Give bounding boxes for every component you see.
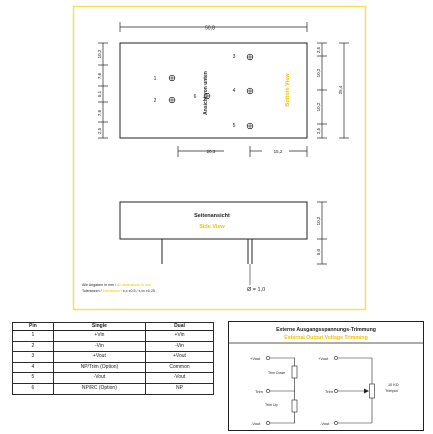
left-plus-vout-label: +Vout [250, 356, 261, 361]
note-all-dims-en: All dimensions in mm [117, 283, 151, 287]
left-trim-up-label: Trim Up [265, 403, 278, 407]
right-minus-vout-label: -Vout [320, 421, 330, 426]
cell-pin: 6 [12, 382, 54, 395]
cell-pin: 1 [12, 330, 54, 342]
left-trim-down-label: Trim Down [268, 371, 285, 375]
side-view: Seitenansicht Side View 10,2 5,0 Ø = 1,0 [119, 201, 327, 293]
dim-width-label: 50,8 [205, 26, 215, 32]
dim-left-2: 7,6 [97, 109, 102, 116]
pin-6-marker: 6 [194, 92, 211, 100]
cell-dual: +Vin [144, 330, 215, 342]
dim-right-4: 2,5 [316, 46, 321, 53]
side-dim-1: 10,2 [316, 216, 321, 225]
header-dual: Dual [144, 322, 215, 331]
dimension-notes: Alle Angaben in mm / All dimensions in m… [82, 283, 155, 293]
note-tolerances-de: Toleranzen [82, 289, 100, 293]
pin-5-marker: 5 [233, 122, 254, 130]
note-tolerances-en: Tolerances [103, 289, 121, 293]
header-single: Single [52, 322, 146, 331]
table-row: 6 NP/RC (Option) NP [12, 382, 215, 395]
cell-dual: -Vout [144, 372, 215, 384]
left-minus-vout-label: -Vout [251, 421, 261, 426]
svg-text:Alle Angaben in mm /: Alle Angaben in mm / All dimensions in m… [82, 283, 151, 287]
table-row: 4 NP/Trim (Option) Common [12, 361, 215, 374]
trim-down-resistor [291, 365, 298, 379]
trim-box [228, 321, 424, 431]
dim-left-1: 2,5 [97, 127, 102, 134]
pin-2-label: 2 [154, 98, 157, 104]
cell-single: +Vin [52, 330, 146, 342]
trimpot-resistor [369, 383, 375, 399]
cell-single: NP/RC (Option) [52, 382, 146, 395]
pin-6-label: 6 [194, 94, 197, 100]
pin-diameter-label: Ø = 1,0 [247, 287, 265, 293]
side-view-label-de: Seitenansicht [194, 213, 230, 219]
left-trim-label: Trim [255, 389, 264, 394]
resistor-value-label: 10 KΩ [388, 383, 399, 387]
trim-section: Externe Ausgangsspannungs-Trimmung Exter… [228, 321, 424, 431]
pin-table-header: Pin Single Dual [12, 322, 215, 331]
trim-title-de: Externe Ausgangsspannungs-Trimmung [276, 327, 376, 333]
cell-pin: 4 [12, 361, 54, 374]
svg-text:Toleranzen / Tol: Toleranzen / Tolerances : x,x ±0,5 / x,x… [82, 289, 155, 293]
dim-left-3: 5,1 [97, 90, 102, 97]
table-row: 1 +Vin +Vin [12, 330, 215, 342]
pin-2-marker: 2 [154, 96, 176, 104]
pin-assignment-table: Pin Single Dual 1 +Vin +Vin 2 -Vin -Vin … [12, 322, 215, 395]
drawing-frame [72, 5, 367, 311]
trim-title-en: External Output Voltage Trimming [284, 335, 368, 341]
table-row: 3 +Vout +Vout [12, 351, 215, 363]
cell-single: -Vout [52, 372, 146, 384]
table-row: 5 -Vout -Vout [12, 372, 215, 384]
pin-1-label: 1 [154, 76, 157, 82]
cell-dual: Common [144, 361, 215, 374]
cell-single: -Vin [52, 340, 146, 353]
bottom-view: 50,8 2,5 7,6 5,1 7,6 10,2 2,5 10,2 10,2 … [97, 22, 349, 157]
cell-dual: -Vin [144, 340, 215, 353]
right-plus-vout-label: +Vout [318, 356, 329, 361]
dim-left-4: 7,6 [97, 72, 102, 79]
side-dim-2: 5,0 [316, 248, 321, 255]
dim-bottom-2: 15,2 [274, 149, 283, 154]
trim-up-resistor [291, 399, 298, 413]
pin-3-label: 3 [233, 54, 236, 60]
module-outline-bottom [119, 42, 308, 139]
note-tolerance-values: x,x ±0,5 / x,xx ±0,25 [123, 289, 155, 293]
dim-right-1: 2,5 [316, 127, 321, 134]
bottom-view-label-en: Bottom View [285, 73, 291, 107]
resistor-trimpot-label: Trimpot [385, 389, 399, 393]
table-row: 2 -Vin -Vin [12, 340, 215, 353]
cell-pin: 5 [12, 372, 54, 384]
pin-5-label: 5 [233, 123, 236, 129]
pin-1-marker: 1 [154, 74, 176, 82]
cell-single: +Vout [52, 351, 146, 363]
module-outline-side [119, 201, 308, 240]
dim-bottom-1: 20,3 [207, 149, 216, 154]
cell-single: NP/Trim (Option) [52, 361, 146, 374]
note-all-dims-de: Alle Angaben in mm [82, 283, 114, 287]
cell-pin: 2 [12, 340, 54, 353]
cell-dual: +Vout [144, 351, 215, 363]
pin-3-marker: 3 [233, 53, 254, 61]
trimpot-wiper-arrow [364, 388, 369, 394]
pin-4-marker: 4 [233, 87, 254, 95]
dim-right-2: 10,2 [316, 102, 321, 111]
dim-right-3: 10,2 [316, 68, 321, 77]
cell-pin: 3 [12, 351, 54, 363]
right-trim-label: Trim [325, 389, 334, 394]
pin-4-label: 4 [233, 88, 236, 94]
side-view-label-en: Side View [199, 224, 225, 230]
dim-left-5: 10,2 [97, 49, 102, 58]
cell-dual: NP [144, 382, 215, 395]
dim-height-label: 25,4 [338, 85, 343, 94]
bottom-view-label-de: Ansicht von unten [203, 71, 209, 115]
header-pin: Pin [12, 322, 54, 331]
